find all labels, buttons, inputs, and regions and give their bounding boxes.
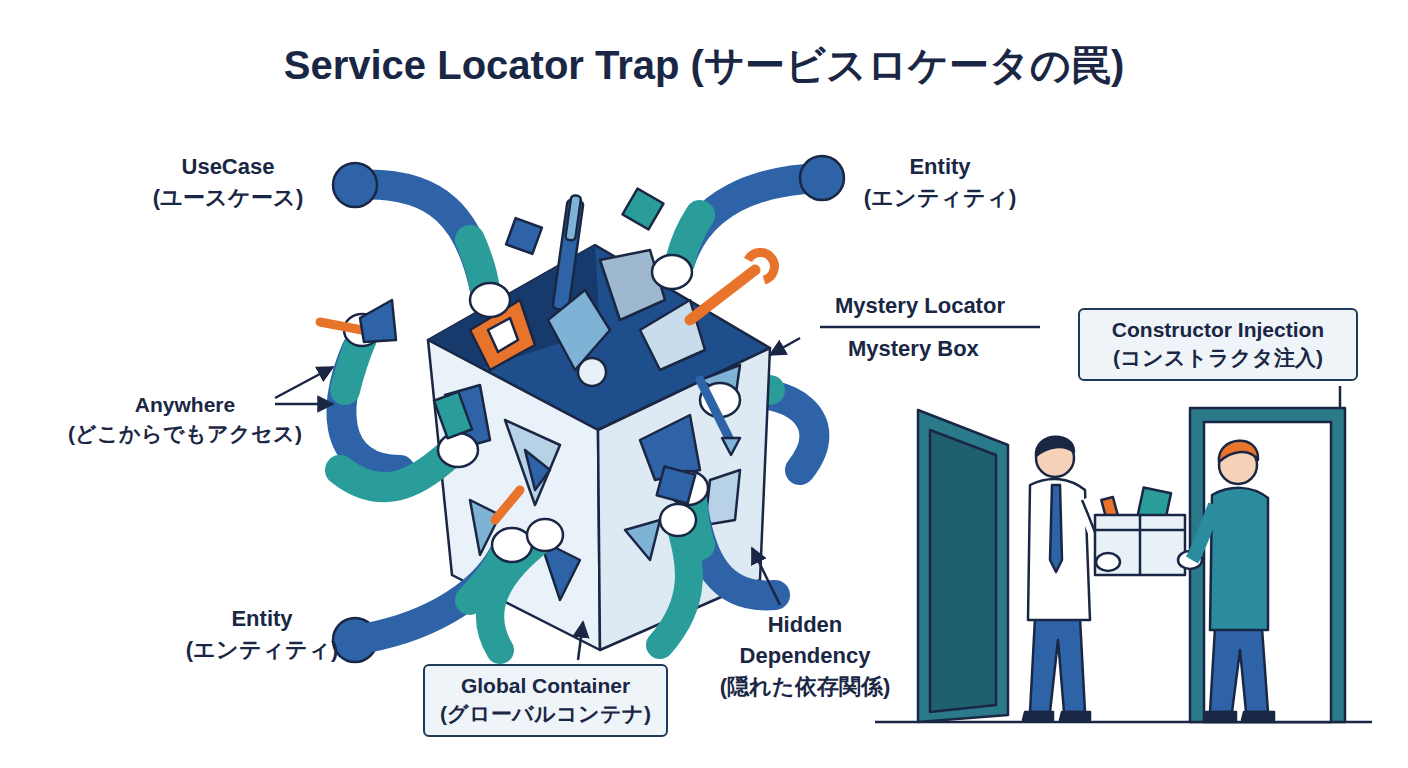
held-tools-part (657, 466, 696, 503)
mystery-box-part (506, 218, 542, 254)
callout-label: Mystery Box (848, 334, 1048, 365)
held-tools-part (700, 380, 730, 440)
handover-scene-part (930, 430, 996, 712)
reaching-arms-front-part (340, 452, 452, 487)
held-tools-part (722, 438, 740, 455)
leader-arrows-part (1339, 386, 1342, 408)
handover-scene-part (1030, 618, 1085, 712)
handover-scene-part (1096, 553, 1120, 571)
callout-label: Mystery Locator (835, 291, 1065, 322)
handover-scene-part (1190, 408, 1345, 722)
held-tools-part (360, 300, 396, 342)
handover-scene-part (1050, 485, 1062, 572)
hands (344, 255, 740, 562)
hands-part (652, 255, 692, 289)
mystery-box-part (705, 470, 740, 525)
callout-label: Entity (エンティティ) (162, 604, 362, 666)
handover-scene-part (1210, 628, 1268, 712)
handover-scene-part (1219, 441, 1258, 462)
label-box: Global Container (グローバルコンテナ) (423, 664, 668, 737)
handover-scene-part (1204, 712, 1274, 720)
leader-arrows-part (275, 403, 333, 406)
handover-scene (875, 408, 1372, 722)
handover-scene-part (1036, 437, 1074, 456)
mystery-box-part (525, 450, 550, 490)
arm-end-circles-part (333, 163, 377, 207)
hands-part (660, 504, 696, 536)
mystery-box-part (623, 189, 664, 230)
arm-end-circles (333, 156, 844, 662)
leader-arrows-part (752, 548, 780, 605)
leader-arrows-part (578, 622, 583, 660)
held-tools (320, 300, 740, 520)
leader-arrows-part (275, 367, 333, 398)
hands-part (527, 519, 563, 551)
mystery-box-part (748, 252, 774, 280)
reaching-arms-front-part (692, 500, 775, 595)
held-tools-part (434, 392, 472, 438)
mystery-box-part (548, 290, 610, 370)
hands-part (438, 433, 478, 467)
handover-scene-part (1204, 422, 1331, 722)
handover-scene-part (1095, 529, 1185, 532)
reaching-arms-back-part (680, 178, 822, 262)
handover-scene-part (1192, 505, 1215, 560)
arm-end-circles-part (800, 156, 844, 200)
box-text: Constructor Injection (コンストラクタ注入) (1090, 316, 1346, 373)
handover-scene-part (1023, 712, 1090, 720)
mystery-box (428, 189, 774, 650)
handover-scene-part (918, 410, 1008, 722)
callout-label: Anywhere (どこからでもアクセス) (40, 390, 330, 449)
handover-scene-part (1028, 479, 1090, 620)
reaching-arms-back-part (341, 338, 400, 470)
leader-arrows-part (770, 338, 800, 355)
reaching-arms-back-part (470, 240, 485, 290)
held-tools-part (495, 490, 520, 520)
mystery-box-part (488, 318, 518, 352)
callout-label: Entity (エンティティ) (840, 152, 1040, 214)
reaching-arms-back-part (680, 215, 700, 262)
leader-arrows-part (820, 326, 1040, 329)
handover-scene-part (1139, 515, 1142, 575)
mystery-box-part (690, 270, 755, 320)
label-box: Constructor Injection (コンストラクタ注入) (1078, 308, 1358, 381)
box-text: Global Container (グローバルコンテナ) (435, 672, 656, 729)
mystery-box-part (600, 250, 665, 320)
mystery-box-part (565, 195, 581, 241)
handover-scene-part (1095, 515, 1185, 575)
reaching-arms-back-part (355, 185, 485, 290)
reaching-arms-front (340, 452, 775, 650)
diagram-title: Service Locator Trap (サービスロケータの罠) (0, 38, 1408, 93)
held-tools-part (320, 322, 362, 330)
mystery-box-part (625, 520, 660, 560)
callout-label: Hidden Dependency (隠れた依存関係) (703, 610, 908, 702)
reaching-arms-front-part (660, 525, 689, 645)
callout-label: UseCase (ユースケース) (123, 152, 333, 214)
hands-part (470, 283, 510, 317)
